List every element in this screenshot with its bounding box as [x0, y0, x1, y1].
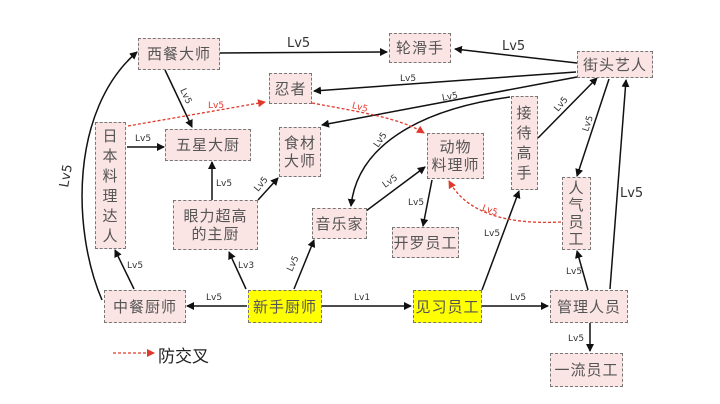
- edge-xican-lunhua: [219, 48, 388, 57]
- edge-label: Lv5: [441, 91, 459, 104]
- edge-label: Lv5: [216, 179, 232, 189]
- node-renzhe: 忍者: [269, 73, 312, 104]
- edge-jietou-shicai: [321, 76, 578, 128]
- edge-label: Lv5: [135, 134, 151, 144]
- node-jietou: 街头艺人: [577, 51, 653, 78]
- edge-xinshou-yanli: [228, 251, 247, 290]
- edge-label: Lv5: [480, 204, 499, 219]
- edge-label: Lv5: [400, 74, 416, 84]
- legend-label: 防交叉: [158, 347, 209, 367]
- edge-guanli-renqi: [575, 250, 589, 291]
- edge-dongwu-kailuo: [420, 179, 433, 227]
- edge-jietou-renzhe: [313, 71, 577, 95]
- edge-label: Lv3: [238, 261, 254, 271]
- edge-label: Lv5: [408, 198, 424, 208]
- node-jianxi: 见习员工: [413, 290, 482, 323]
- edge-yanli-shicai: [257, 177, 279, 201]
- edge-label: Lv5: [553, 95, 571, 114]
- edge-guanli-jietou: [609, 79, 630, 290]
- edge-jianxi-jiedai: [481, 190, 521, 291]
- node-xinshou: 新手厨师: [248, 290, 322, 323]
- edge-label: Lv5: [57, 163, 76, 188]
- edge-label: Lv5: [206, 293, 222, 303]
- edge-label: Lv5: [581, 115, 595, 133]
- edge-jiedai-jietou: [537, 77, 598, 139]
- node-zhongcan: 中餐厨师: [104, 290, 186, 323]
- node-riben: 日 本 料 理 达 人: [95, 122, 126, 249]
- edge-label: Lv5: [286, 254, 302, 273]
- node-yiliu: 一流员工: [550, 353, 623, 387]
- edge-zhongcan-riben: [114, 249, 135, 290]
- node-renqi: 人 气 员 工: [562, 177, 591, 250]
- edge-label: Lv5: [502, 39, 525, 54]
- node-guanli: 管理人员: [550, 290, 628, 323]
- node-dongwu: 动物 料理师: [427, 133, 484, 179]
- node-shicai: 食材 大师: [279, 127, 321, 177]
- edge-label: Lv5: [566, 267, 582, 277]
- node-kailuo: 开罗员工: [392, 227, 459, 258]
- node-jiedai: 接 待 高 手: [511, 96, 538, 190]
- edge-jietou-renqi: [575, 78, 610, 177]
- edge-label: Lv1: [354, 293, 370, 303]
- edge-label: Lv5: [484, 229, 500, 239]
- edge-label: Lv5: [372, 131, 389, 150]
- node-lunhua: 轮滑手: [389, 33, 451, 63]
- node-xican: 西餐大师: [138, 38, 220, 70]
- edge-riben-renzhe-anticross: [127, 99, 266, 127]
- edge-label: Lv5: [351, 101, 369, 115]
- edge-label: Lv5: [568, 334, 584, 344]
- edge-yinyue-dongwu: [365, 166, 426, 212]
- edge-xican-wuxing: [164, 69, 193, 128]
- node-yanli: 眼力超高 的主厨: [173, 200, 258, 250]
- node-wuxing: 五星大厨: [165, 129, 251, 161]
- edge-jietou-lunhua: [454, 45, 578, 64]
- edge-label: Lv5: [620, 186, 643, 201]
- edge-label: Lv5: [253, 175, 271, 194]
- edge-xinshou-yinyue: [293, 239, 316, 290]
- edge-renzhe-dongwu-anticross: [311, 102, 425, 134]
- edge-renqi-dongwu-anticross: [448, 180, 562, 224]
- edge-label: Lv5: [510, 293, 526, 303]
- node-yinyue: 音乐家: [312, 208, 367, 239]
- edge-jiedai-yinyue: [347, 96, 511, 207]
- edge-label: Lv5: [177, 87, 193, 106]
- edge-zhongcan-xican: [81, 51, 138, 301]
- edge-label: Lv5: [208, 101, 224, 111]
- edge-label: Lv5: [127, 261, 143, 271]
- edge-label: Lv5: [287, 36, 310, 51]
